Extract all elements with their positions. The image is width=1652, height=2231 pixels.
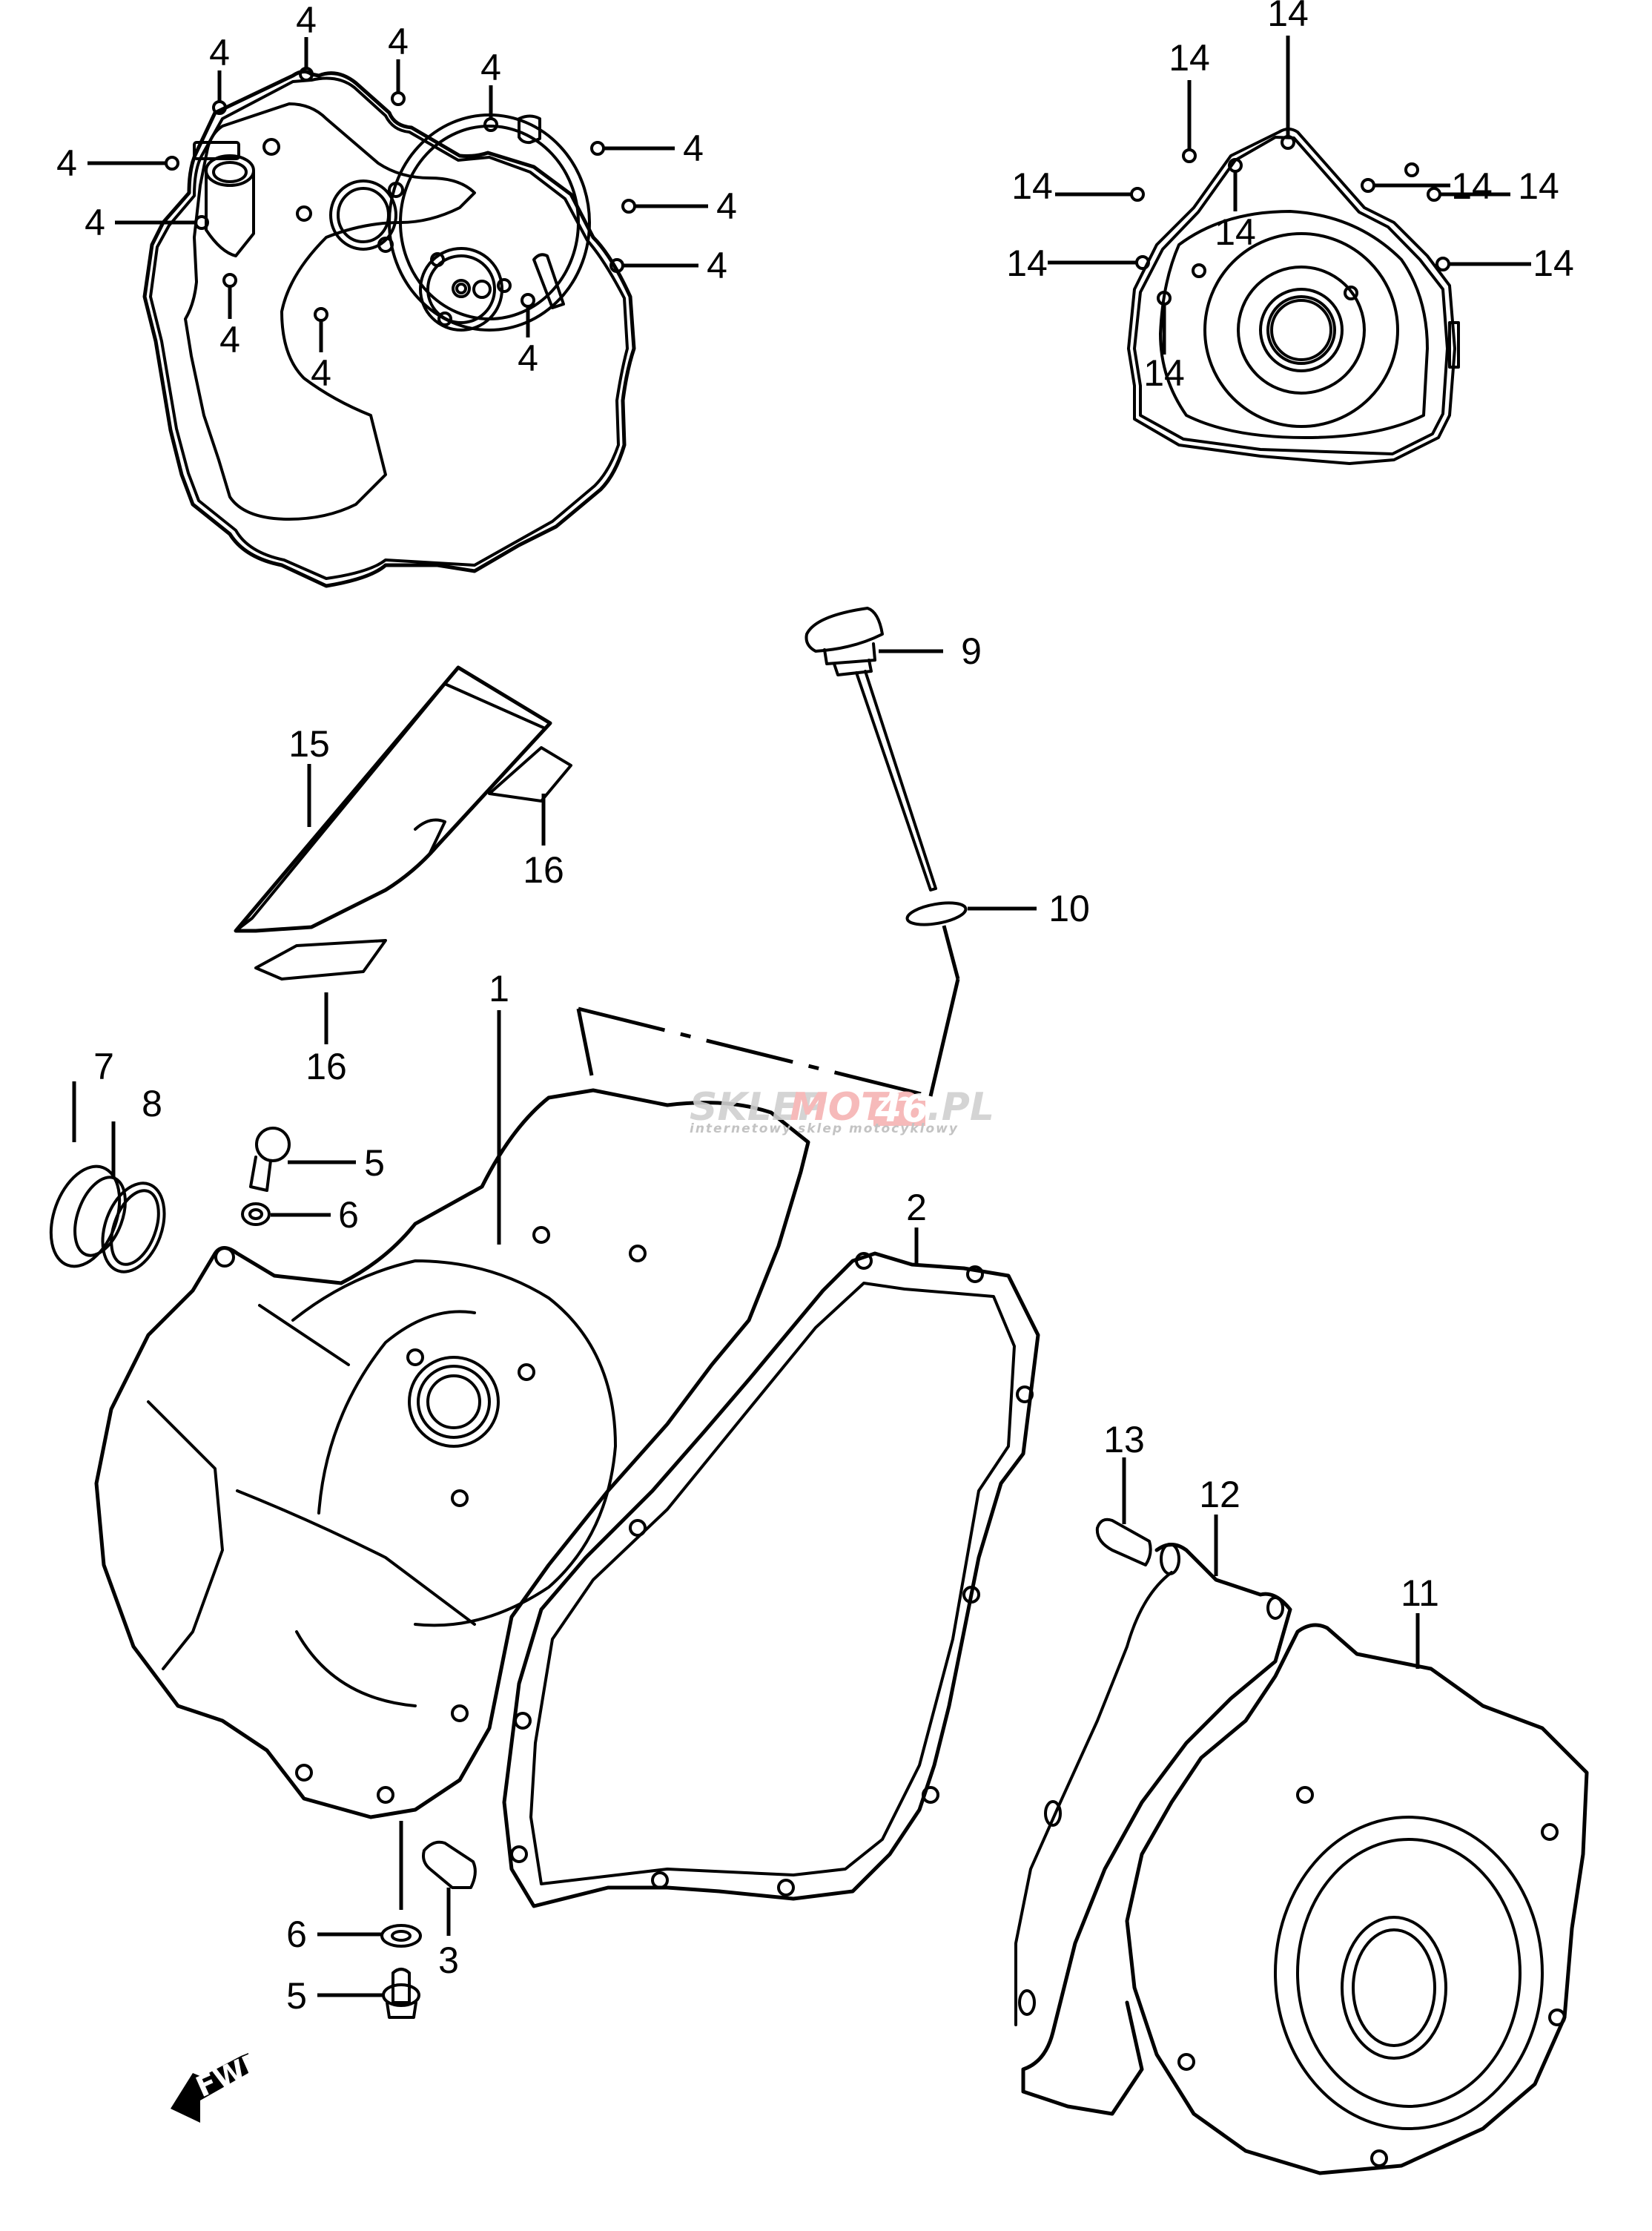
callout-label-4: 4	[518, 337, 538, 379]
callout-label-5: 5	[364, 1142, 385, 1184]
callout-label-9: 9	[961, 630, 982, 672]
callouts-part-9-10: 9 10	[576, 630, 1090, 1098]
callout-part-1: 1	[489, 968, 509, 1245]
callout-label-3: 3	[438, 1940, 459, 1981]
clutch-cover-outer	[142, 67, 636, 588]
oil-level-gauge	[804, 607, 968, 926]
watermark-brand-part4: .PL	[927, 1085, 994, 1130]
callouts-part-11-12-13: 13 12 11	[1103, 1419, 1439, 1669]
magneto-cover-small	[1127, 128, 1460, 465]
oil-guide-plate	[234, 665, 572, 981]
callout-part-2: 2	[906, 1187, 927, 1265]
callout-label-15: 15	[288, 723, 330, 765]
callout-label-4: 4	[683, 128, 704, 169]
callout-label-4: 4	[480, 47, 501, 88]
drain-bolt-upper	[241, 1127, 291, 1226]
callouts-part-14: 14 14 14 14 14 14 14 14 14	[1006, 0, 1574, 394]
callout-label-14: 14	[1533, 243, 1574, 284]
arrow-left-down-icon	[171, 2053, 248, 2123]
callout-label-6: 6	[338, 1194, 359, 1236]
callout-label-4: 4	[311, 352, 331, 394]
callout-label-14: 14	[1267, 0, 1309, 34]
callout-label-12: 12	[1199, 1474, 1240, 1515]
watermark-brand-part3: 46	[874, 1087, 928, 1131]
callout-label-4: 4	[296, 0, 317, 41]
callout-label-4: 4	[85, 202, 105, 243]
magneto-cover-gasket	[1014, 1517, 1292, 2116]
callout-label-8: 8	[142, 1083, 162, 1124]
callout-label-4: 4	[219, 319, 240, 360]
callout-label-4: 4	[716, 185, 737, 227]
callout-label-10: 10	[1048, 888, 1090, 929]
lower-fasteners	[380, 1821, 477, 2019]
callout-label-4: 4	[56, 142, 77, 184]
callout-label-14: 14	[1169, 37, 1210, 79]
callout-label-4: 4	[388, 21, 409, 62]
crankcase-cover	[94, 1088, 810, 1819]
callout-label-14: 14	[1143, 352, 1185, 394]
callout-label-14: 14	[1011, 165, 1053, 207]
callout-label-14: 14	[1006, 243, 1048, 284]
callout-label-16: 16	[305, 1046, 347, 1087]
callout-label-14: 14	[1451, 165, 1493, 207]
callout-label-2: 2	[906, 1187, 927, 1228]
watermark-brand-part1: SKLEP	[690, 1085, 827, 1130]
callout-label-14: 14	[1215, 211, 1256, 253]
fwd-direction-indicator: FWD	[171, 2044, 271, 2123]
crankcase-gasket	[502, 1251, 1040, 1908]
callout-label-11: 11	[1401, 1572, 1439, 1614]
callout-label-7: 7	[93, 1046, 114, 1087]
magneto-cover-large	[1125, 1623, 1589, 2175]
callout-label-1: 1	[489, 968, 509, 1009]
callout-label-6: 6	[286, 1914, 307, 1955]
callout-label-14: 14	[1518, 165, 1559, 207]
callout-label-5: 5	[286, 1975, 307, 2017]
callouts-part-4: 4 4 4 4 4 4 4 4 4 4 4 4	[56, 0, 737, 394]
watermark-tagline: internetowy sklep motocyklowy	[690, 1121, 959, 1136]
watermark: SKLEP MOTO 46 .PL internetowy sklep moto…	[690, 1085, 994, 1136]
callouts-part-15-16: 15 16 16	[288, 723, 564, 1087]
callout-label-4: 4	[707, 245, 727, 286]
callouts-part-3-5-6-lower: 6 5 3	[286, 1888, 459, 2017]
callout-label-16: 16	[523, 849, 564, 891]
oil-seal-and-o-ring	[49, 1164, 166, 1273]
callout-label-13: 13	[1103, 1419, 1145, 1460]
callouts-part-5-6-7-8: 7 8 5 6	[72, 1046, 385, 1236]
callout-label-4: 4	[209, 32, 230, 73]
fwd-label: FWD	[191, 2044, 272, 2104]
